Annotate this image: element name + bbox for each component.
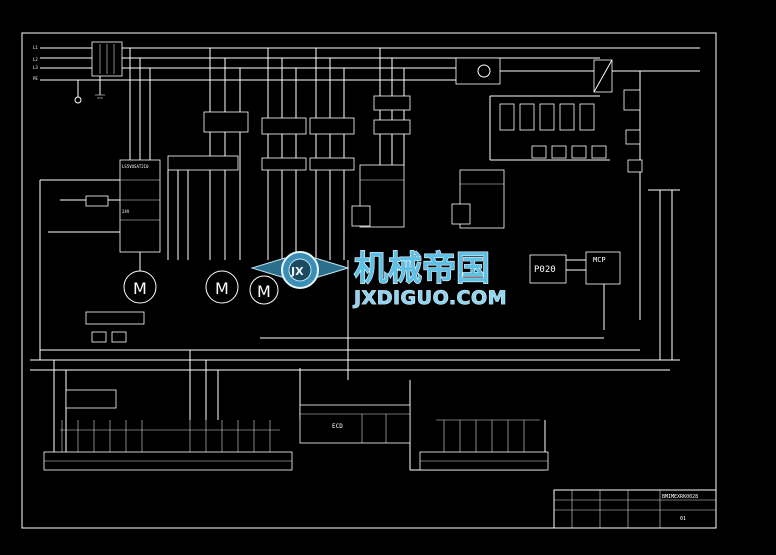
motor-1: M [123,252,157,304]
supply-label-pe: PE [33,76,38,81]
supply-label-l1: L1 [33,45,38,50]
relay-module-left [85,311,145,343]
io-block-right [419,419,549,471]
io-block-left [43,389,293,471]
watermark: JX 机械帝国 JXDIGUO.COM [250,248,507,309]
motor-2: M [205,270,239,304]
motor-1-label: M [133,279,147,298]
mcp-label: MCP [593,256,606,264]
servo-drive-2 [451,169,505,229]
supply-label-l2: L2 [33,57,38,62]
servo-drive-1 [351,164,405,228]
plc-label: P020 [534,265,556,275]
title-block: BMIMEXRK0028 01 [553,489,717,529]
ecd-block: ECD [299,404,411,444]
plc-module: P020 [529,254,567,284]
motor-3-label: M [257,282,271,301]
inverter-block: LS5VUSAT2I0 24V [39,159,161,360]
supply-label-l3: L3 [33,65,38,70]
logo-letters: JX [290,265,304,278]
inverter-label: LS5VUSAT2I0 [122,164,149,169]
contactor-row [167,155,355,260]
control-transformer [455,57,700,93]
breaker-row [203,95,411,135]
supply-bus: L1 L2 L3 PE [33,45,700,104]
watermark-chinese: 机械帝国 [354,249,490,289]
relay-coil-bank [489,95,610,161]
control-wiring [30,260,680,471]
right-relay-column [623,71,680,360]
motor-2-label: M [215,279,229,298]
drawing-title: BMIMEXRK0028 [662,494,698,500]
motor-3: M [249,275,279,305]
gear-wings-logo-icon: JX [250,251,350,289]
feeder-lines [129,48,405,260]
drawing-border [21,32,717,529]
sheet-number: 01 [680,516,686,522]
inverter-voltage: 24V [122,209,130,214]
watermark-url: JXDIGUO.COM [352,287,507,309]
main-breaker [91,41,123,77]
ecd-label: ECD [332,423,343,430]
mcp-module: MCP [566,251,621,330]
